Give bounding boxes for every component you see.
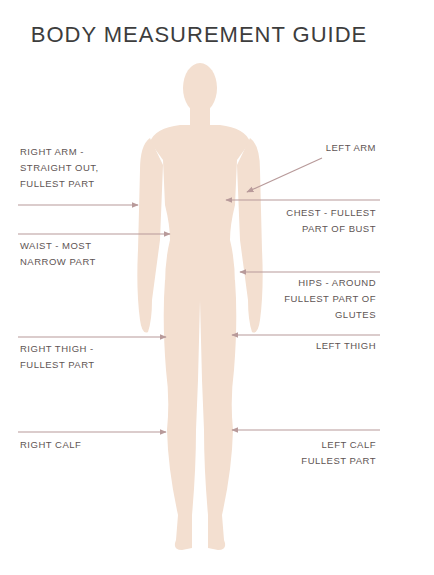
measurement-label: WAIST - MOST NARROW PART bbox=[20, 238, 115, 270]
leader-line bbox=[247, 158, 322, 192]
measurement-label: CHEST - FULLEST PART OF BUST bbox=[258, 205, 376, 237]
measurement-label: RIGHT CALF bbox=[20, 437, 120, 453]
leader-line bbox=[232, 429, 380, 430]
measurement-label: RIGHT ARM - STRAIGHT OUT, FULLEST PART bbox=[20, 144, 120, 192]
measurement-label: LEFT CALF FULLEST PART bbox=[281, 437, 376, 469]
leader-line bbox=[232, 334, 380, 335]
measurement-label: HIPS - AROUND FULLEST PART OF GLUTES bbox=[261, 275, 376, 323]
silhouette bbox=[137, 63, 262, 550]
leader-line bbox=[240, 271, 380, 272]
leader-line bbox=[18, 336, 166, 337]
measurement-label: RIGHT THIGH - FULLEST PART bbox=[20, 341, 120, 373]
leader-line bbox=[18, 233, 170, 234]
leader-line bbox=[18, 204, 138, 205]
leader-line bbox=[18, 431, 166, 432]
measurement-label: LEFT THIGH bbox=[276, 338, 376, 354]
leader-line bbox=[226, 199, 380, 200]
page-title: BODY MEASUREMENT GUIDE bbox=[0, 22, 398, 48]
measurement-label: LEFT ARM bbox=[276, 140, 376, 156]
